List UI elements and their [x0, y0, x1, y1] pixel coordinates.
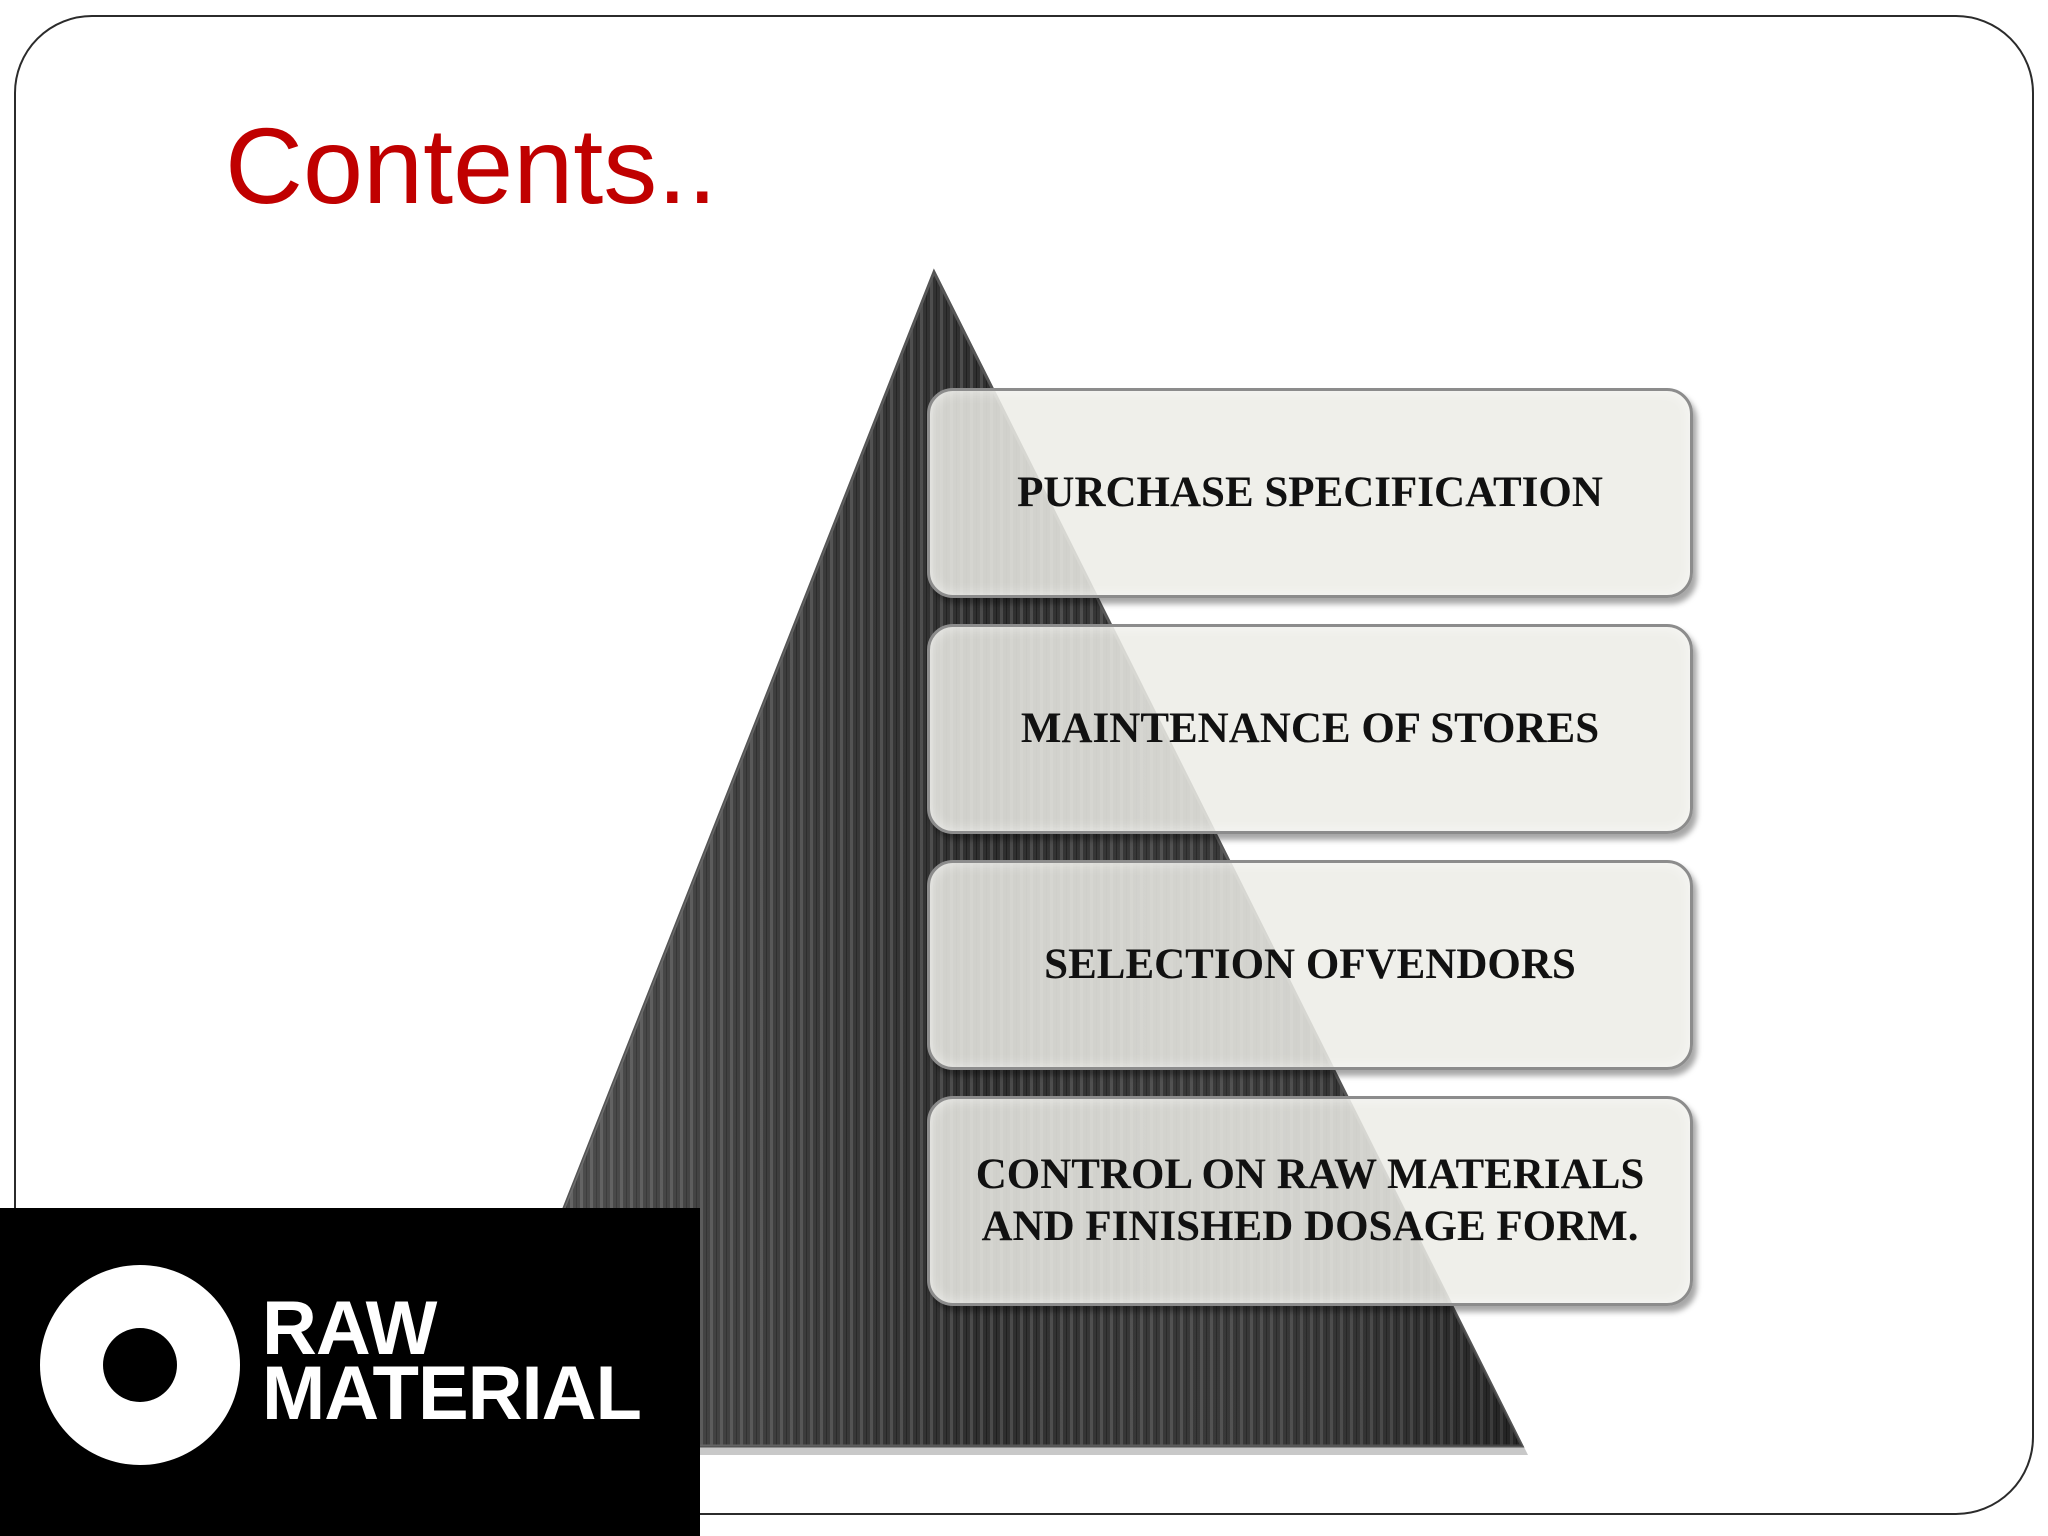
- pyramid-level-3-line-1: SELECTION OFVENDORS: [1044, 940, 1576, 988]
- pyramid-level-3-text: SELECTION OFVENDORS: [1024, 939, 1596, 991]
- pyramid-level-4-line-2: AND FINISHED DOSAGE FORM.: [981, 1203, 1639, 1250]
- logo-wordmark: RAW MATERIAL: [262, 1286, 642, 1437]
- logo-line-2: MATERIAL: [262, 1351, 642, 1437]
- raw-material-logo: RAW MATERIAL: [0, 1208, 700, 1536]
- pyramid-level-2-line-1: MAINTENANCE OF STORES: [1020, 704, 1600, 752]
- slide-title: Contents..: [225, 105, 718, 226]
- pyramid-level-4-text: CONTROL ON RAW MATERIALS AND FINISHED DO…: [956, 1149, 1665, 1254]
- pyramid-level-1: PURCHASE SPECIFICATION: [927, 388, 1693, 598]
- pyramid-level-1-text: PURCHASE SPECIFICATION: [997, 467, 1623, 519]
- pyramid-level-2-text: MAINTENANCE OF STORES: [1001, 703, 1619, 755]
- pyramid-level-3: SELECTION OFVENDORS: [927, 860, 1693, 1070]
- logo-line-1: RAW: [262, 1286, 437, 1371]
- pyramid-level-4-line-1: CONTROL ON RAW MATERIALS: [975, 1150, 1645, 1198]
- logo-ring-icon: [40, 1265, 240, 1465]
- pyramid-level-2: MAINTENANCE OF STORES: [927, 624, 1693, 834]
- pyramid-level-1-line-1: PURCHASE SPECIFICATION: [1017, 468, 1603, 516]
- pyramid-level-4: CONTROL ON RAW MATERIALS AND FINISHED DO…: [927, 1096, 1693, 1306]
